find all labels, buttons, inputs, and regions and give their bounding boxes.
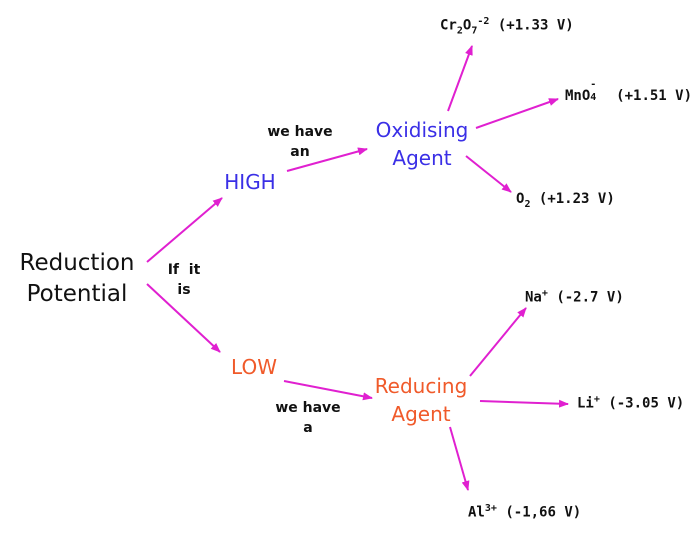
arrow-root-to-high xyxy=(146,197,223,263)
reducing-line2: Agent xyxy=(391,402,451,426)
ion-mno4-s1: 4 xyxy=(590,92,597,103)
reducing-agent-node: Reducing Agent xyxy=(356,372,486,428)
high-label: HIGH xyxy=(224,170,276,194)
ion-al-charge: 3+ xyxy=(484,503,497,514)
ion-na-e1: Na xyxy=(525,289,542,306)
reducing-line1: Reducing xyxy=(374,374,468,398)
low-label: LOW xyxy=(231,355,277,379)
arrow-reducing-to-li xyxy=(479,399,569,408)
condition-line2: is xyxy=(177,282,191,298)
arrow-oxidising-to-cr2o7 xyxy=(447,45,473,112)
condition-line1: If it xyxy=(167,262,201,278)
oxidising-line2: Agent xyxy=(392,146,452,170)
arrow-root-to-low xyxy=(146,283,221,353)
root-line2: Potential xyxy=(26,281,128,307)
ion-li-value: (-3.05 V) xyxy=(599,395,685,412)
oxidising-agent-node: Oxidising Agent xyxy=(356,116,488,172)
ion-al-e1: Al xyxy=(468,504,485,521)
high-link-line2: an xyxy=(290,144,310,160)
low-link-line1: we have xyxy=(275,400,341,416)
ion-al: Al3+ (-1,66 V) xyxy=(468,503,581,521)
ion-o2-s1: 2 xyxy=(524,198,531,210)
ion-al-value: (-1,66 V) xyxy=(496,504,582,521)
ion-o2-e1: O xyxy=(516,191,525,207)
ion-mno4-e1: MnO xyxy=(565,88,591,104)
arrow-oxidising-to-o2 xyxy=(465,155,512,193)
high-link-label: we have an xyxy=(262,122,338,162)
root-node: Reduction Potential xyxy=(12,248,142,310)
ion-o2-value: (+1.23 V) xyxy=(530,191,615,207)
high-link-line1: we have xyxy=(267,124,333,140)
arrow-reducing-to-na xyxy=(469,307,527,377)
ion-na-charge: + xyxy=(541,288,548,299)
low-link-label: we have a xyxy=(270,398,346,438)
ion-mno4-value: (+1.51 V) xyxy=(599,88,693,104)
arrow-reducing-to-al xyxy=(449,426,470,491)
ion-cr2o7-s1: 2 xyxy=(456,25,463,37)
ion-o2: O2 (+1.23 V) xyxy=(516,191,615,210)
arrow-low-to-reducing xyxy=(283,380,373,401)
ion-na: Na+ (-2.7 V) xyxy=(525,288,624,306)
ion-cr2o7-charge: -2 xyxy=(477,16,490,27)
ion-na-value: (-2.7 V) xyxy=(547,289,624,306)
ion-cr2o7-value: (+1.33 V) xyxy=(489,17,574,34)
arrow-high-to-oxidising xyxy=(286,147,368,172)
ion-li-e1: Li xyxy=(577,395,594,412)
ion-cr2o7-e2: O xyxy=(462,17,472,34)
ion-mno4: MnO- 4 (+1.51 V) xyxy=(565,79,693,104)
arrow-oxidising-to-mno4 xyxy=(475,98,559,129)
ion-cr2o7-e1: Cr xyxy=(440,17,457,34)
ion-mno4-charge: - xyxy=(590,79,597,90)
ion-li: Li+ (-3.05 V) xyxy=(577,394,684,412)
ion-cr2o7: Cr2O7-2 (+1.33 V) xyxy=(440,16,574,36)
ion-li-charge: + xyxy=(593,394,600,405)
condition-label: If it is xyxy=(156,260,212,300)
root-line1: Reduction xyxy=(19,250,135,276)
ion-cr2o7-s2: 7 xyxy=(471,25,478,37)
oxidising-line1: Oxidising xyxy=(375,118,469,142)
low-link-line2: a xyxy=(303,420,313,436)
